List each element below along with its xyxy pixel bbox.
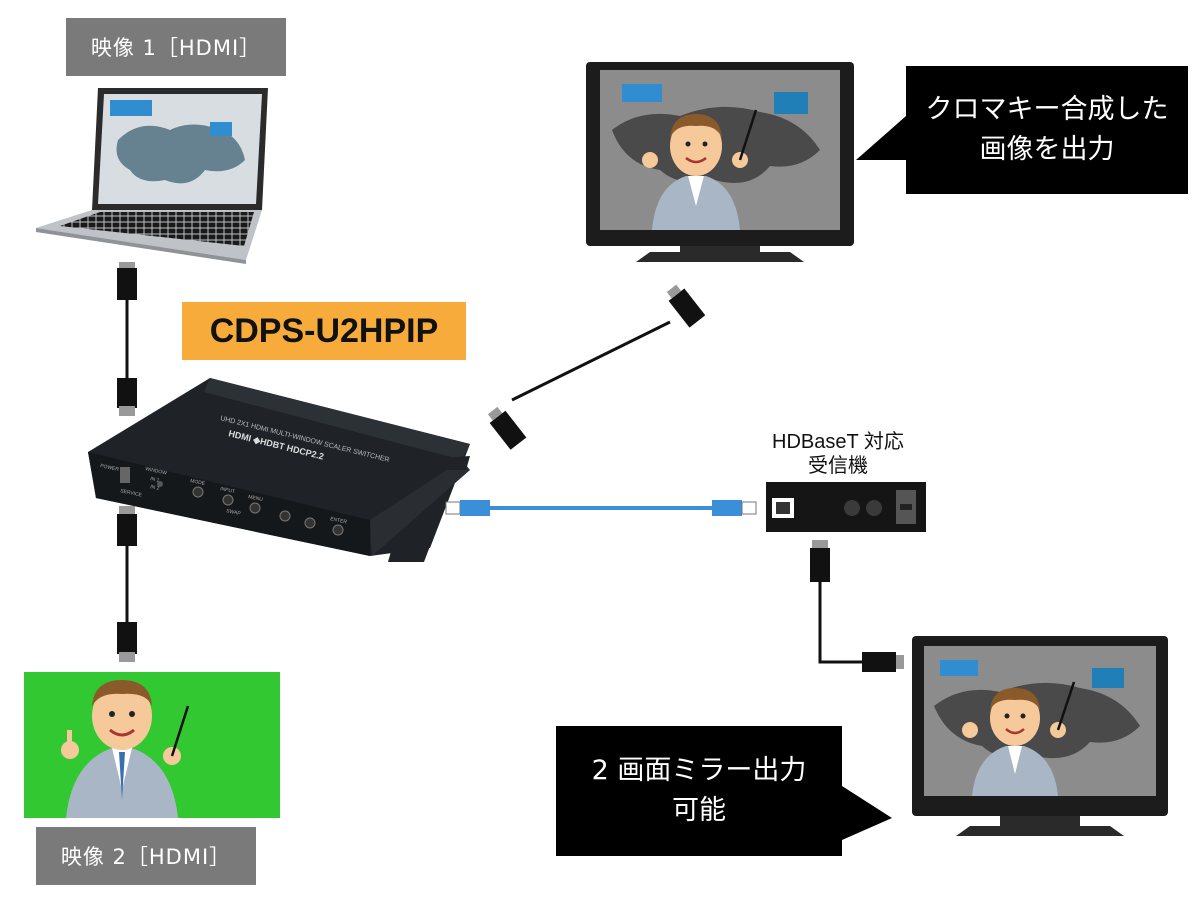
hdmi-cable-input2 bbox=[117, 506, 137, 662]
presenter-icon bbox=[61, 680, 190, 818]
switcher-device: UHD 2X1 HDMI MULTI-WINDOW SCALER SWITCHE… bbox=[88, 378, 470, 562]
receiver-title: HDBaseT 対応 受信機 bbox=[738, 430, 938, 478]
device-enter-label: ENTER bbox=[330, 516, 348, 525]
input1-label: 映像 1［HDMI］ bbox=[66, 18, 286, 76]
input2-label: 映像 2［HDMI］ bbox=[36, 827, 256, 885]
bottom-callout: 2 画面ミラー出力 可能 bbox=[556, 726, 842, 856]
lan-cable bbox=[445, 500, 757, 516]
bottom-callout-line1: 2 画面ミラー出力 bbox=[591, 755, 807, 786]
receiver-device bbox=[766, 482, 926, 532]
device-power-label: POWER bbox=[100, 463, 120, 473]
top-tv-icon bbox=[586, 62, 854, 262]
hdmi-cable-input1 bbox=[117, 262, 137, 416]
receiver-title-line1: HDBaseT 対応 bbox=[772, 431, 904, 453]
device-input-label: INPUT bbox=[220, 486, 236, 495]
hdmi-cable-receiver bbox=[810, 540, 904, 672]
bottom-callout-tail bbox=[842, 786, 892, 840]
top-tv-presenter-icon bbox=[642, 109, 758, 230]
receiver-title-line2: 受信機 bbox=[808, 455, 868, 477]
device-service-label: SERVICE bbox=[120, 488, 143, 499]
device-mode-label: MODE bbox=[190, 478, 207, 487]
bottom-callout-line2: 可能 bbox=[672, 795, 726, 826]
laptop-icon bbox=[36, 88, 268, 264]
bottom-tv-presenter-icon bbox=[962, 681, 1076, 796]
device-window-label: WINDOW bbox=[145, 466, 168, 476]
top-callout-line2: 画像を出力 bbox=[979, 134, 1115, 165]
product-name-label: CDPS-U2HPIP bbox=[182, 302, 466, 360]
green-screen-image bbox=[24, 672, 280, 818]
device-menu-label: MENU bbox=[248, 494, 264, 503]
device-in1-label: IN 1 bbox=[150, 476, 160, 484]
device-swap-label: SWAP bbox=[226, 508, 242, 517]
device-in2-label: IN 2 bbox=[150, 484, 160, 492]
bottom-tv-icon bbox=[912, 636, 1168, 836]
hdmi-cable-output bbox=[487, 284, 706, 450]
top-callout: クロマキー合成した 画像を出力 bbox=[906, 66, 1188, 194]
top-callout-line1: クロマキー合成した bbox=[925, 94, 1169, 125]
top-callout-tail bbox=[856, 116, 906, 160]
